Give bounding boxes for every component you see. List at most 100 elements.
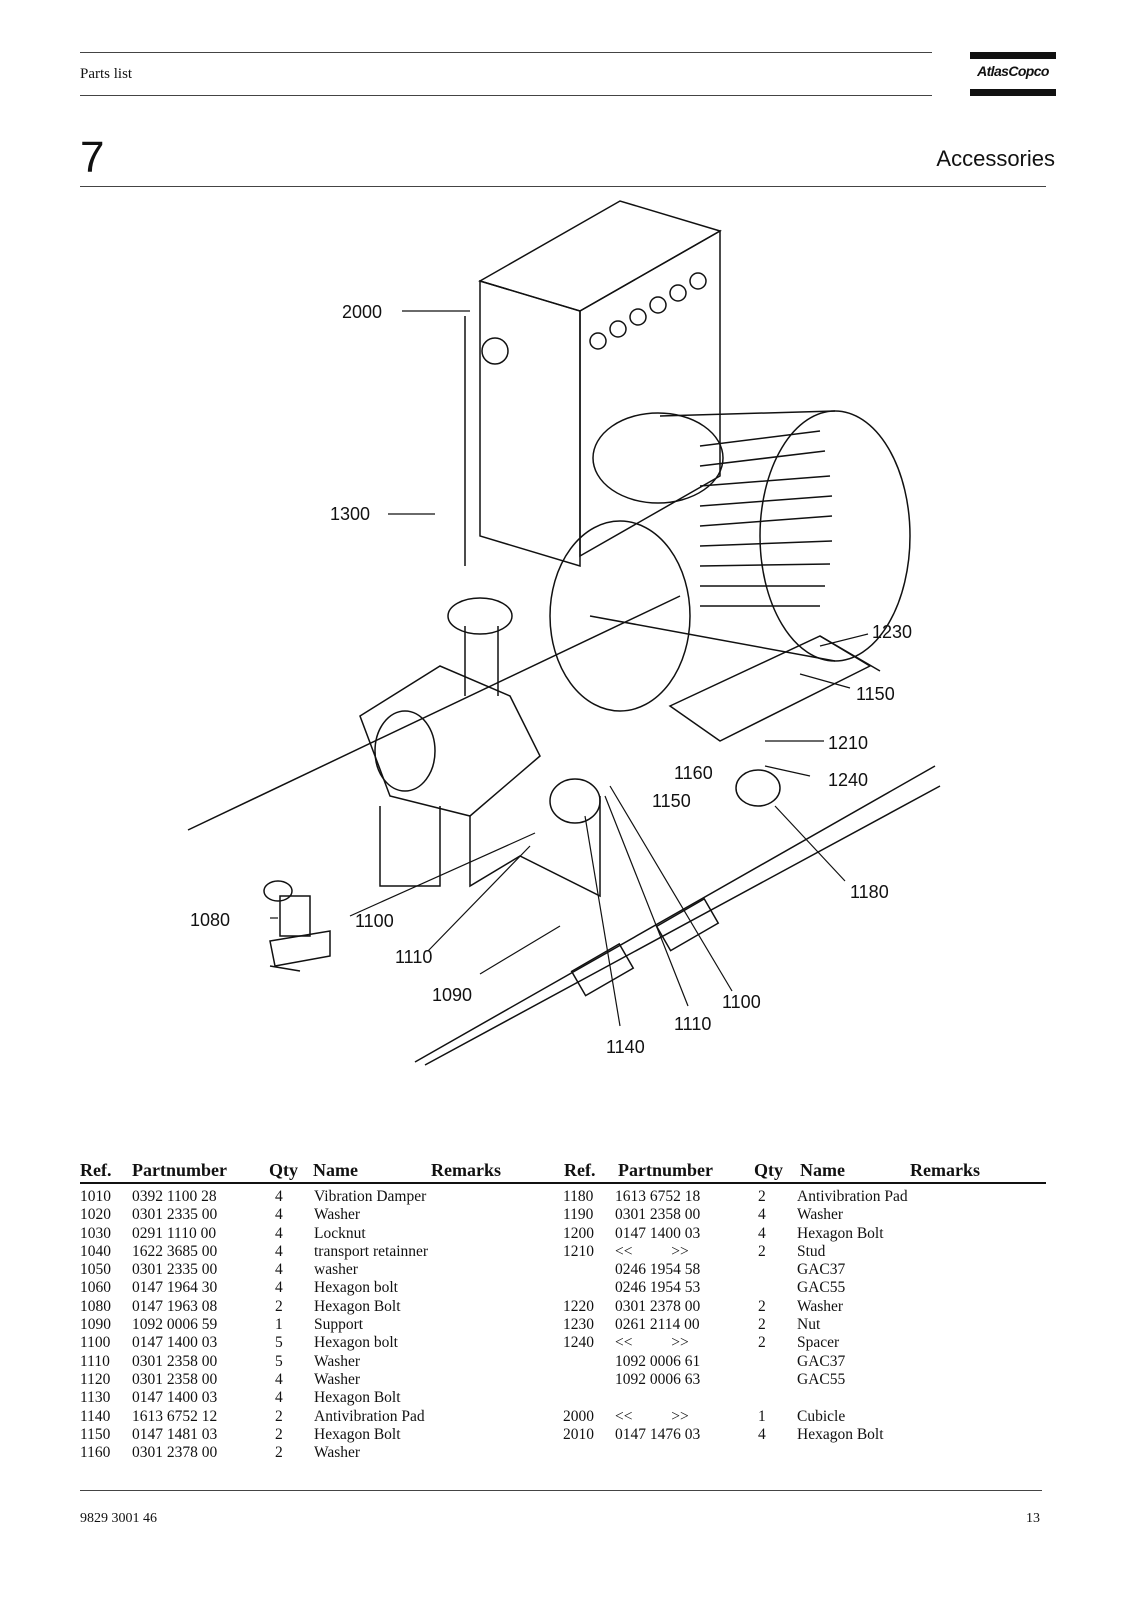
filter-assembly	[263, 880, 331, 972]
right-name-cell: GAC55	[797, 1370, 846, 1388]
callout-labels: 2000 1300 1230 1150 1210 1240 1160 1150 …	[190, 302, 912, 1057]
right-part-cell: 0147 1476 03	[615, 1425, 701, 1443]
left-ref-cell: 1150	[80, 1425, 111, 1443]
right-name-cell: GAC37	[797, 1261, 846, 1279]
left-qty-cell: 5	[275, 1334, 283, 1352]
callout-1150b: 1150	[652, 791, 691, 811]
th-qty-left: Qty	[269, 1160, 298, 1180]
right-ref-cell: 1230	[563, 1316, 594, 1334]
callout-1080: 1080	[190, 910, 230, 930]
right-ref-cell	[563, 1389, 594, 1407]
right-part-cell: 0246 1954 53	[615, 1279, 701, 1297]
left-name-cell: washer	[314, 1261, 358, 1279]
right-part-cell: 0147 1400 03	[615, 1224, 701, 1242]
section-title: Accessories	[936, 146, 1055, 171]
left-name-cell: Hexagon Bolt	[314, 1389, 401, 1407]
right-qty-cell: 4	[758, 1224, 766, 1242]
compressor-element	[359, 597, 781, 898]
right-ref-cell: 1190	[563, 1206, 594, 1224]
right-name-cell: GAC37	[797, 1352, 846, 1370]
right-name-cell: Hexagon Bolt	[797, 1425, 884, 1443]
left-name-cell: Washer	[314, 1352, 361, 1370]
left-name-cell: Antivibration Pad	[314, 1407, 425, 1425]
right-qty-cell: 4	[758, 1206, 766, 1224]
right-name-cell	[797, 1389, 908, 1407]
base-frame	[187, 595, 941, 1066]
right-ref-cell: 1240	[563, 1334, 594, 1352]
left-part-cell: 0301 2335 00	[132, 1206, 218, 1224]
callout-1240: 1240	[828, 770, 868, 790]
left-name-cell: Hexagon Bolt	[314, 1425, 401, 1443]
right-ref-cell	[563, 1279, 594, 1297]
right-qty-cell	[758, 1279, 766, 1297]
header-label: Parts list	[80, 66, 133, 82]
th-remarks-left: Remarks	[431, 1160, 501, 1180]
left-ref-cell: 1030	[80, 1224, 111, 1242]
left-part-cell: 0301 2378 00	[132, 1444, 218, 1462]
callout-2000: 2000	[342, 302, 382, 322]
left-qty-cell: 4	[275, 1206, 283, 1224]
th-qty-right: Qty	[754, 1160, 783, 1180]
th-ref-left: Ref.	[80, 1160, 112, 1180]
right-ref-cell	[563, 1371, 594, 1389]
right-part-cell: 0261 2114 00	[615, 1316, 700, 1334]
left-qty-cell: 2	[275, 1297, 283, 1315]
callout-1110: 1110	[395, 947, 432, 967]
right-part-cell: 0246 1954 58	[615, 1261, 701, 1279]
leader-lines	[270, 310, 869, 1027]
right-name-cell: Cubicle	[797, 1407, 846, 1425]
th-ref-right: Ref.	[564, 1160, 596, 1180]
left-qty-cell: 4	[275, 1224, 283, 1242]
header-top-rule	[80, 52, 932, 53]
left-ref-cell: 1090	[80, 1316, 111, 1334]
th-remarks-right: Remarks	[910, 1160, 980, 1180]
left-part-cell: 0147 1400 03	[132, 1389, 218, 1407]
th-partnumber-left: Partnumber	[132, 1160, 227, 1180]
section-number: 7	[80, 133, 105, 182]
right-ref-cell	[563, 1261, 594, 1279]
right-qty-cell: 2	[758, 1242, 766, 1260]
right-name-cell: Antivibration Pad	[797, 1188, 908, 1205]
left-ref-cell: 1100	[80, 1334, 111, 1352]
right-name-cell: Washer	[797, 1206, 844, 1224]
callout-1090: 1090	[432, 985, 472, 1005]
right-name-cell: Spacer	[797, 1334, 840, 1352]
right-name-cell: Stud	[797, 1242, 826, 1260]
callout-1110b: 1110	[674, 1014, 711, 1034]
footer-rule	[80, 1490, 1042, 1491]
page-number: 13	[1026, 1511, 1040, 1526]
right-part-cell: 0301 2358 00	[615, 1206, 701, 1224]
left-part-cell: 0147 1481 03	[132, 1425, 218, 1443]
left-qty-cell: 5	[275, 1352, 283, 1370]
left-name-cell: Washer	[314, 1370, 361, 1388]
callout-1100b: 1100	[722, 992, 761, 1012]
left-ref-cell: 1020	[80, 1206, 111, 1224]
callout-1300: 1300	[330, 504, 370, 524]
left-part-cell: 0301 2358 00	[132, 1370, 218, 1388]
right-ref-cell: 1180	[563, 1188, 594, 1205]
left-qty-cell: 4	[275, 1389, 283, 1407]
right-qty-cell	[758, 1353, 766, 1371]
left-qty-cell: 4	[275, 1370, 283, 1388]
left-ref-cell: 1130	[80, 1389, 111, 1407]
left-name-cell: Hexagon bolt	[314, 1279, 398, 1297]
left-name-cell: transport retainner	[314, 1242, 429, 1260]
right-qty-cell	[758, 1371, 766, 1389]
left-qty-cell: 4	[275, 1261, 283, 1279]
left-part-cell: 1613 6752 12	[132, 1407, 218, 1425]
right-ref-cell: 1210	[563, 1242, 594, 1260]
left-part-cell: 0147 1963 08	[132, 1297, 218, 1315]
right-part-cell	[615, 1389, 700, 1407]
left-ref-cell: 1120	[80, 1370, 111, 1388]
left-ref-cell: 1010	[80, 1188, 111, 1205]
left-name-cell: Hexagon Bolt	[314, 1297, 401, 1315]
callout-1160: 1160	[674, 763, 713, 783]
right-part-cell: 1092 0006 61	[615, 1352, 701, 1370]
left-part-cell: 0301 2358 00	[132, 1352, 218, 1370]
left-name-cell: Vibration Damper	[314, 1188, 427, 1205]
